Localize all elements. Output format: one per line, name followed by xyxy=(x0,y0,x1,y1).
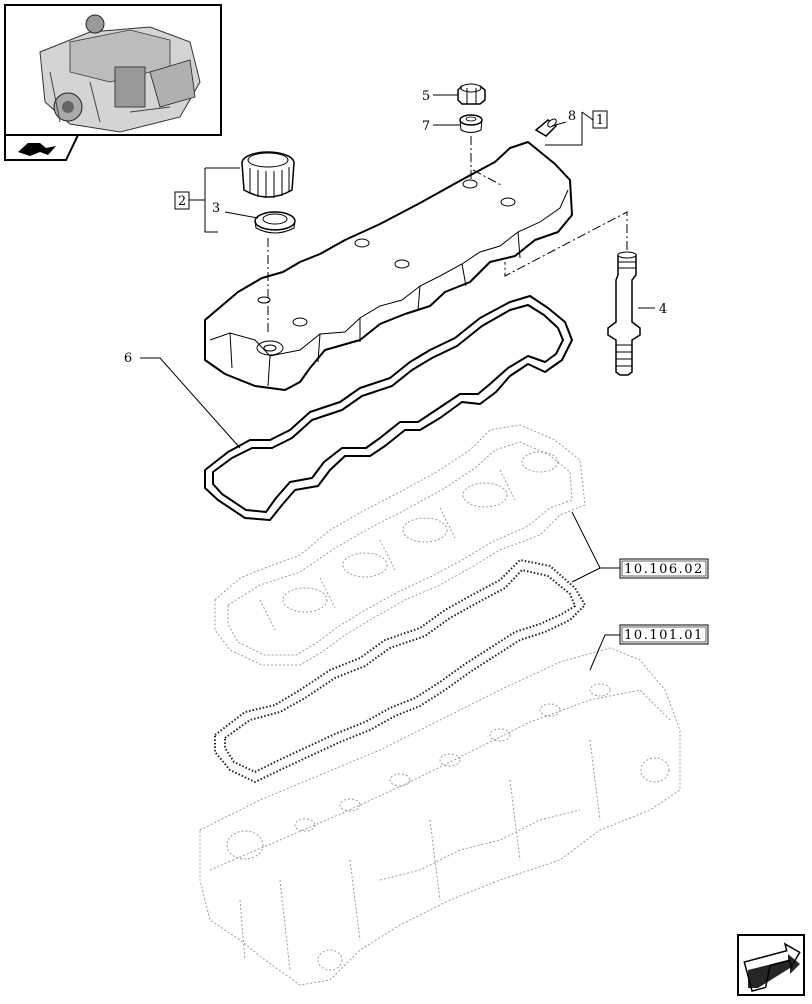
sealing-washer xyxy=(459,114,483,133)
callout-6-label[interactable]: 6 xyxy=(124,351,132,366)
ref-10-106-02-label: 10.106.02 xyxy=(624,562,704,577)
callout-1[interactable]: 1 xyxy=(581,110,608,129)
callout-5-label[interactable]: 5 xyxy=(422,89,430,104)
callout-4-label[interactable]: 4 xyxy=(659,302,667,317)
leader-lines xyxy=(140,94,655,671)
oil-filler-cap xyxy=(241,151,295,198)
cover-nut xyxy=(457,83,486,105)
next-page-arrow-icon[interactable] xyxy=(737,934,806,996)
cover-bolt-axis xyxy=(472,169,504,187)
mounting-stud xyxy=(607,251,641,376)
ref-10-101-01-label: 10.101.01 xyxy=(624,628,704,643)
callout-1-label: 1 xyxy=(596,113,604,128)
ghost-valve-cover-housing xyxy=(214,424,586,666)
section-tab-icon[interactable] xyxy=(4,134,80,161)
callout-8-leader xyxy=(551,121,567,127)
valve-cover xyxy=(204,141,573,391)
cover-gasket xyxy=(204,295,573,521)
callout-3-label[interactable]: 3 xyxy=(212,201,220,216)
ref-box-10-106-02[interactable]: 10.106.02 xyxy=(619,558,709,579)
breather-plug xyxy=(534,118,558,137)
ghost-lower-gasket xyxy=(214,558,587,784)
ghost-cylinder-head xyxy=(199,647,681,986)
callout-8-label[interactable]: 8 xyxy=(568,109,576,124)
engine-thumbnail-icon[interactable] xyxy=(4,4,222,136)
callout-2-label: 2 xyxy=(178,194,186,209)
cap-seal-ring xyxy=(254,211,296,234)
callout-2[interactable]: 2 xyxy=(174,191,205,210)
callout-7-label[interactable]: 7 xyxy=(422,119,430,134)
ref-box-10-101-01[interactable]: 10.101.01 xyxy=(619,624,709,645)
stud-axis-line xyxy=(504,211,628,277)
